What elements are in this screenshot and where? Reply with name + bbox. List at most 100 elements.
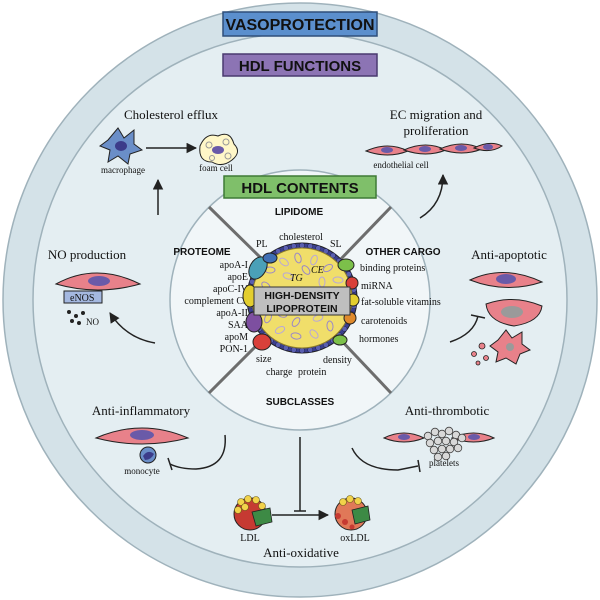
no-label: NO [86,317,99,327]
platelet [433,436,443,446]
anti-inflammatory-label: Anti-inflammatory [92,403,191,418]
core-lipid-molecule [290,332,302,340]
enos-box [63,290,103,304]
platelet [430,427,440,437]
monocyte-icon [139,446,157,464]
subclasses-heading: SUBCLASSES [266,397,335,408]
cholesterol-efflux-label: Cholesterol efflux [124,107,218,122]
platelet [449,437,459,447]
oxldl-label: oxLDL [340,533,369,544]
cargo-item: fat-soluble vitamins [361,297,441,308]
protein-label: protein [298,367,326,378]
inhibition-bar [167,457,173,471]
hdl-particle: TG CE HIGH-DENSITY LIPOPROTEIN [242,242,360,354]
tg-label: TG [290,273,303,284]
cargo-item: carotenoids [361,316,407,327]
hdl-functions-title: HDL FUNCTIONS [222,53,378,77]
ce-label: CE [311,265,324,276]
no-connector [109,312,156,344]
foam-cell-icon [199,133,238,166]
vasoprotection-title: VASOPROTECTION [222,11,378,37]
pl-label: PL [256,239,268,250]
platelet [453,443,463,453]
cargo-item: binding proteins [360,263,425,274]
apoptotic-cell-icon [489,329,532,365]
proteome-item: PON-1 [220,344,248,355]
core-lipid-molecule [294,252,302,264]
proteome-item: apoE [227,272,248,283]
platelet [444,426,454,436]
ec-migration-label-line1: EC migration and [390,107,483,122]
oxldl-particle-icon [334,495,371,531]
foam-cell-label: foam cell [199,163,233,173]
macrophage-label: macrophage [101,165,145,175]
anti-thrombotic-connector [351,447,419,471]
anti-thrombotic-label: Anti-thrombotic [405,403,490,418]
endothelial-cell-label: endothelial cell [373,160,429,170]
core-lipid-molecule [310,254,318,266]
platelet-aggregate-icon [423,426,467,462]
platelet [441,436,451,446]
size-label: size [256,354,272,365]
platelet [445,444,455,454]
platelet [423,431,433,441]
svg-text:HDL CONTENTS: HDL CONTENTS [241,180,358,197]
proteome-item: apoA-II [216,308,248,319]
ec-connector [419,173,449,219]
sl-label: SL [330,239,342,250]
healthy-cell-icon [468,271,544,289]
inhibition-bar [417,459,421,473]
apolipoprotein-blob [262,252,278,264]
platelet [457,433,467,443]
platelets-label: platelets [429,458,459,468]
anti-apoptotic-connector [449,315,479,343]
proteome-item: apoM [225,332,248,343]
core-lipid-molecule [282,272,294,280]
phospholipid-bead [299,242,305,249]
cholesterol-label: cholesterol [279,232,323,243]
proteome-item: complement C3 [184,296,248,307]
platelet [429,445,439,455]
center-label-line2: LIPOPROTEIN [266,303,337,315]
apolipoprotein-blob [337,258,355,272]
charge-label: charge [266,367,293,378]
proteome-list: apoA-I apoE apoC-IV complement C3 apoA-I… [184,260,248,355]
apoptotic-bodies [471,342,489,366]
apolipoprotein-blob [332,334,348,346]
hdl-contents-title: HDL CONTENTS [223,175,377,199]
svg-text:HDL FUNCTIONS: HDL FUNCTIONS [239,58,361,75]
no-molecules [67,310,85,325]
phospholipid-bead [299,347,305,354]
enos-label: eNOS [70,293,94,304]
proteome-item: apoC-IV [213,284,249,295]
inflamed-endothelial-cell [94,427,190,445]
platelet [437,444,447,454]
svg-text:VASOPROTECTION: VASOPROTECTION [225,17,374,34]
core-lipid-molecule [291,317,301,327]
core-lipid-molecule [322,263,334,273]
no-production-label: NO production [48,247,127,262]
platelet [441,451,451,461]
apolipoprotein-blob [252,333,272,351]
platelet [433,452,443,462]
damaged-cell-icon [485,299,543,327]
inhibition-bar [470,314,486,319]
platelet [437,429,447,439]
monocyte-label: monocyte [124,466,160,476]
ldl-particle-icon [233,495,273,531]
other-cargo-heading: OTHER CARGO [366,247,441,258]
endothelial-cell-row [364,142,503,156]
proteome-item: apoA-I [220,260,248,271]
anti-apoptotic-label: Anti-apoptotic [471,247,547,262]
anti-oxidative-label: Anti-oxidative [263,545,339,560]
core-lipid-molecule [326,320,334,332]
core-lipid-molecule [274,325,286,335]
ec-migration-label-line2: proliferation [404,123,469,138]
core-lipid-molecule [279,257,289,267]
proteome-item: SAA [228,320,249,331]
platelet [425,438,435,448]
apolipoprotein-blob [345,276,359,290]
no-producing-cell [54,272,142,291]
